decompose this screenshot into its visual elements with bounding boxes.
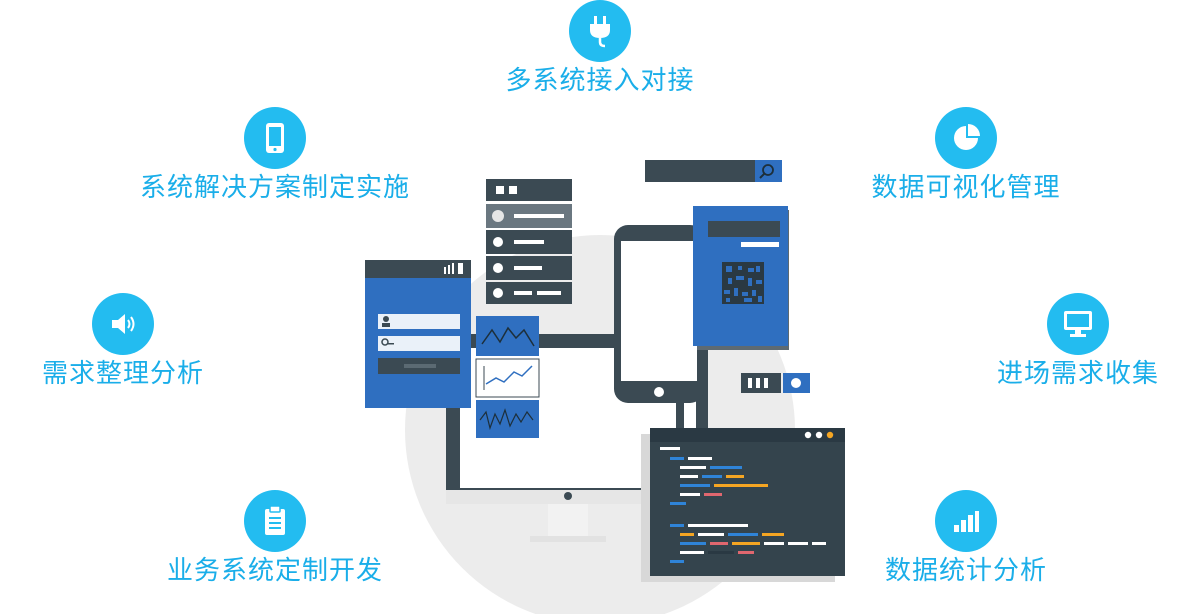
mobile-phone-icon bbox=[266, 123, 284, 153]
feature-collect-badge bbox=[1047, 293, 1109, 355]
pie-chart-icon bbox=[954, 124, 980, 150]
plug-icon bbox=[590, 16, 610, 48]
feature-visual-badge bbox=[935, 107, 997, 169]
login-panel-illustration bbox=[365, 260, 471, 408]
feature-collect: 进场需求收集 bbox=[978, 293, 1178, 389]
feature-analysis-label: 需求整理分析 bbox=[41, 359, 204, 389]
toggle-widget-illustration bbox=[741, 373, 810, 393]
feature-visual: 数据可视化管理 bbox=[846, 107, 1086, 203]
code-editor-illustration bbox=[641, 428, 845, 582]
feature-visual-label: 数据可视化管理 bbox=[871, 173, 1061, 203]
phone-illustration bbox=[614, 225, 704, 436]
feature-stats-badge bbox=[935, 490, 997, 552]
chart-cards-illustration bbox=[475, 316, 540, 438]
feature-integration: 多系统接入对接 bbox=[480, 0, 720, 96]
search-bar-illustration bbox=[645, 160, 782, 182]
menu-list-illustration bbox=[486, 179, 572, 304]
feature-develop-label: 业务系统定制开发 bbox=[166, 556, 383, 586]
feature-analysis-badge bbox=[92, 293, 154, 355]
feature-stats: 数据统计分析 bbox=[866, 490, 1066, 586]
feature-integration-label: 多系统接入对接 bbox=[505, 66, 695, 96]
speaker-icon bbox=[112, 314, 135, 334]
clipboard-icon bbox=[265, 505, 285, 535]
feature-solution-label: 系统解决方案制定实施 bbox=[139, 173, 410, 203]
monitor-icon bbox=[1064, 311, 1092, 337]
feature-develop: 业务系统定制开发 bbox=[145, 490, 405, 586]
feature-develop-badge bbox=[244, 490, 306, 552]
feature-collect-label: 进场需求收集 bbox=[996, 359, 1159, 389]
feature-stats-label: 数据统计分析 bbox=[884, 556, 1047, 586]
feature-solution-badge bbox=[244, 107, 306, 169]
feature-solution: 系统解决方案制定实施 bbox=[115, 107, 435, 203]
feature-analysis: 需求整理分析 bbox=[23, 293, 223, 389]
feature-integration-badge bbox=[569, 0, 631, 62]
bar-chart-icon bbox=[954, 511, 979, 532]
qr-card-illustration bbox=[693, 206, 789, 350]
